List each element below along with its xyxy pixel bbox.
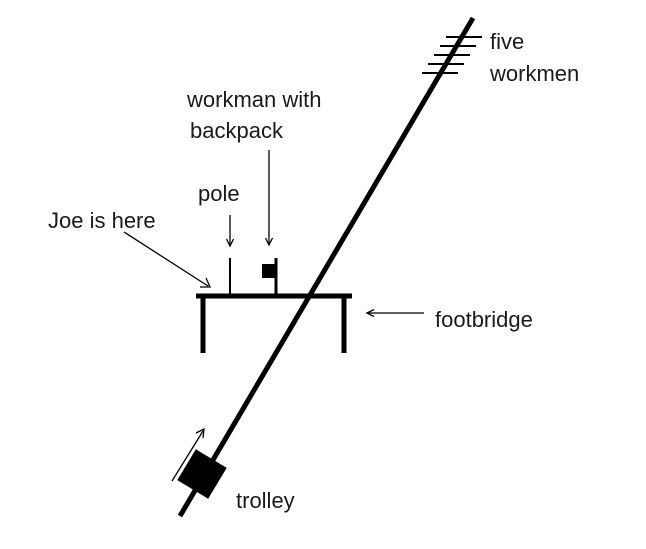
trolley-direction-arrow-shaft [171,430,204,482]
trolley [177,449,227,499]
track [177,16,476,518]
footbridge [196,293,352,353]
five-workmen-label-line1: five [490,29,525,54]
workman-with-backpack-label-line2: backpack [190,118,283,143]
joe-arrow-head [200,277,212,288]
joe-is-here-label: Joe is here [48,208,156,233]
five-workmen-label-line2: workmen [490,61,580,86]
pole-arrow-head [225,238,235,248]
footbridge-label: footbridge [435,307,533,332]
annotation-arrows [123,150,424,482]
workman-with-backpack-figure [262,258,278,296]
backpack [262,264,275,278]
workman-with-backpack-label-line1: workman with [187,87,322,112]
trolley-direction-arrow-head [195,427,205,439]
footbridge-arrow-head [365,308,375,318]
five-workmen-marks [422,36,482,74]
trolley-label: trolley [236,488,295,513]
joe-arrow-shaft [123,231,209,287]
pole-label: pole [198,181,240,206]
backpack-arrow-head [264,237,274,247]
